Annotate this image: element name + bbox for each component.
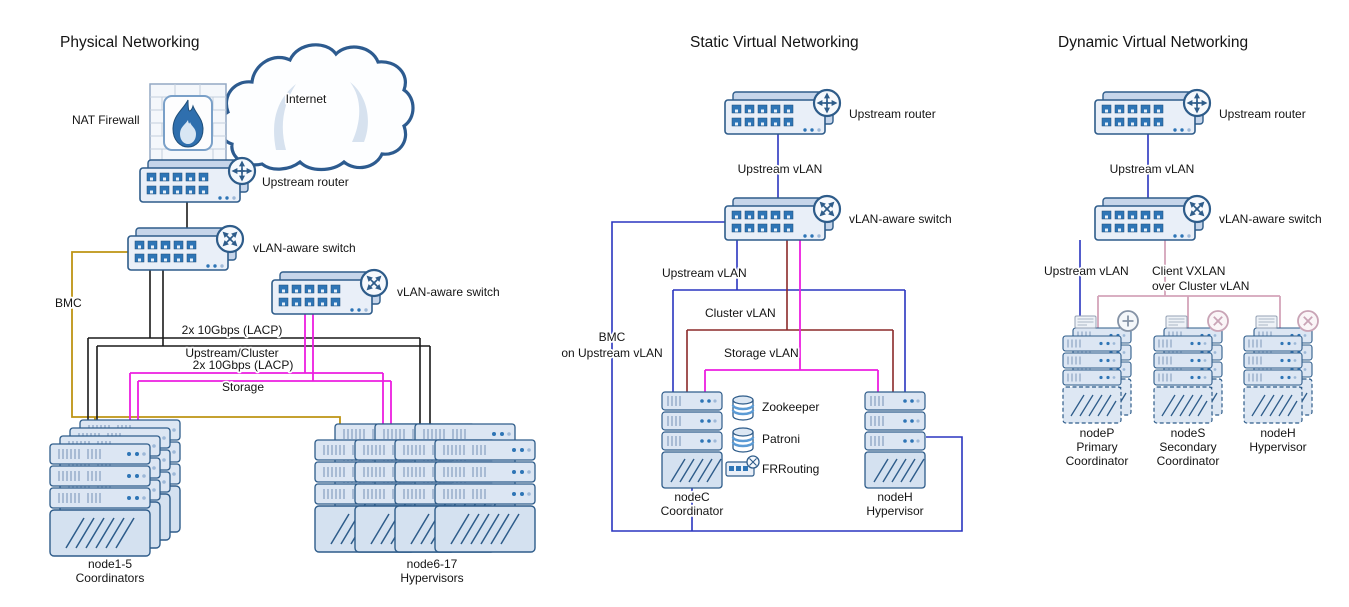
standby-router-icon (1297, 310, 1319, 332)
internet-cloud (217, 43, 415, 172)
nodeh-label-2: Hypervisor (866, 504, 923, 518)
cluster-vlan-label: Cluster vLAN (705, 306, 776, 320)
cloud-swoosh (350, 82, 368, 142)
vlan-switch-label: vLAN-aware switch (1219, 212, 1322, 226)
hypervisors-label-1: node6-17 (407, 557, 458, 571)
frrouting-icon (725, 455, 760, 477)
static-virtual-title: Static Virtual Networking (690, 34, 859, 51)
nat-firewall-device (149, 83, 227, 163)
lacp-upstream-label-2: Upstream/Cluster (185, 346, 278, 360)
patroni-icon (731, 426, 755, 454)
zookeeper-label: Zookeeper (762, 400, 819, 414)
vlan-switch-device (1095, 194, 1212, 240)
nodec-server (662, 392, 722, 488)
nodec-label-2: Coordinator (661, 504, 724, 518)
lacp-upstream-wire-2 (96, 270, 431, 460)
lacp-storage-label-2: Storage (222, 380, 264, 394)
upstream-vlan-link-label: Upstream vLAN (1110, 162, 1195, 176)
nodep-label-2: Primary (1076, 440, 1117, 454)
storage-wire-2 (137, 314, 392, 460)
vlan-switch-b-label: vLAN-aware switch (397, 285, 500, 299)
upstream-vlan-label: Upstream vLAN (1044, 264, 1129, 278)
nodes-stack (1154, 310, 1229, 423)
standby-router-icon (1207, 310, 1229, 332)
coordinator-stack (50, 420, 180, 556)
bmc-label-2: on Upstream vLAN (561, 346, 662, 360)
lacp-upstream-label-1: 2x 10Gbps (LACP) (182, 323, 283, 337)
cluster-vlan-wire (686, 240, 894, 400)
physical-section: Physical Networking Internet NAT Firewal… (50, 32, 535, 587)
router-icon (814, 90, 840, 116)
frrouting-label: FRRouting (762, 462, 819, 476)
storage-wire-1 (129, 314, 384, 460)
hypervisor-stack (315, 424, 535, 552)
upstream-router-device (1095, 90, 1210, 134)
lacp-upstream-wire-1 (87, 270, 421, 460)
keyboard-icon (1074, 315, 1097, 329)
vlan-switch-device (725, 194, 842, 240)
bmc-label: BMC (55, 296, 82, 310)
nodeh-label-2: Hypervisor (1249, 440, 1306, 454)
coordinators-label-1: node1-5 (88, 557, 132, 571)
upstream-router-device (140, 158, 255, 202)
client-vxlan-wire (1097, 240, 1281, 345)
nodep-label-1: nodeP (1080, 426, 1115, 440)
cloud-swoosh (274, 84, 296, 150)
vlan-switch-b-device (272, 268, 389, 314)
nodep-label-3: Coordinator (1066, 454, 1129, 468)
patroni-label: Patroni (762, 432, 800, 446)
active-router-icon (1117, 310, 1139, 332)
nodec-label-1: nodeC (674, 490, 710, 504)
bmc-label-1: BMC (599, 330, 626, 344)
storage-vlan-wire (704, 240, 879, 400)
upstream-router-label: Upstream router (1219, 107, 1306, 121)
dynamic-virtual-section: Dynamic Virtual Networking Upstream rout… (1042, 32, 1323, 469)
client-vxlan-label-2: over Cluster vLAN (1152, 279, 1249, 293)
keyboard-icon (1165, 315, 1188, 329)
router-icon (1184, 90, 1210, 116)
upstream-vlan-label: Upstream vLAN (662, 266, 747, 280)
keyboard-icon (1255, 315, 1278, 329)
vlan-switch-a-label: vLAN-aware switch (253, 241, 356, 255)
upstream-vlan-link-label: Upstream vLAN (738, 162, 823, 176)
storage-vlan-label: Storage vLAN (724, 346, 799, 360)
coordinators-label-2: Coordinators (76, 571, 145, 585)
lacp-storage-label-1: 2x 10Gbps (LACP) (193, 358, 294, 372)
nodes-label-1: nodeS (1171, 426, 1206, 440)
vlan-switch-label: vLAN-aware switch (849, 212, 952, 226)
nodeh-server (865, 392, 925, 488)
nodes-label-2: Secondary (1159, 440, 1216, 454)
nodeh-label-1: nodeH (877, 490, 912, 504)
vlan-switch-a-device (128, 224, 245, 270)
bmc-upstream-loop (611, 221, 963, 532)
hypervisors-label-2: Hypervisors (400, 571, 463, 585)
firewall-flame-icon (149, 83, 227, 163)
router-icon (229, 158, 255, 184)
static-virtual-section: Static Virtual Networking Upstream route… (560, 32, 963, 532)
client-vxlan-label-1: Client VXLAN (1152, 264, 1225, 278)
nodep-stack (1063, 310, 1139, 423)
internet-label: Internet (286, 92, 327, 106)
nat-firewall-label: NAT Firewall (72, 113, 140, 127)
physical-title: Physical Networking (60, 34, 200, 51)
upstream-router-label: Upstream router (849, 107, 936, 121)
upstream-router-label: Upstream router (262, 175, 349, 189)
nodes-label-3: Coordinator (1157, 454, 1220, 468)
zookeeper-icon (731, 394, 755, 422)
nodeh-stack (1244, 310, 1319, 423)
upstream-vlan-wire (672, 240, 906, 400)
dynamic-virtual-title: Dynamic Virtual Networking (1058, 34, 1248, 51)
nodeh-label-1: nodeH (1260, 426, 1295, 440)
upstream-router-device (725, 90, 840, 134)
